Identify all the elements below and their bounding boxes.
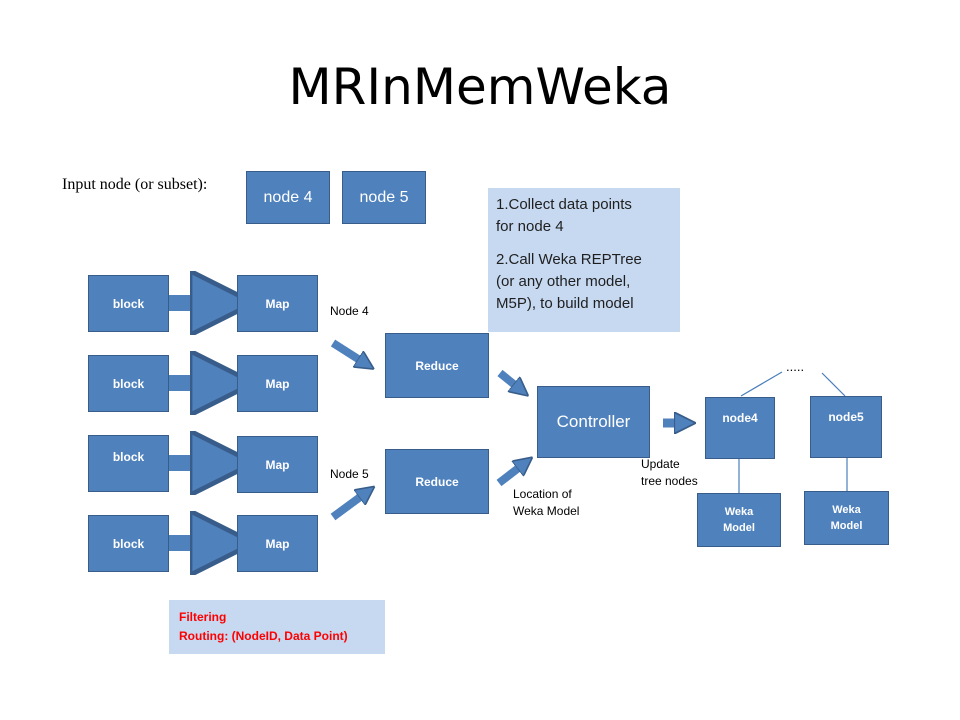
update-label-line: tree nodes bbox=[641, 474, 698, 488]
tree-node5[interactable]: node5 bbox=[810, 396, 882, 458]
input-node-5[interactable]: node 5 bbox=[342, 171, 426, 224]
block-1[interactable]: block bbox=[88, 275, 169, 332]
map-3[interactable]: Map bbox=[237, 436, 318, 493]
note-line: 2.Call Weka REPTree bbox=[496, 251, 642, 268]
map-reduce-arrow-2 bbox=[330, 492, 367, 521]
note-line: 1.Collect data points bbox=[496, 196, 632, 213]
map-reduce-arrow-1 bbox=[330, 339, 366, 364]
weka-model-node4[interactable]: Weka Model bbox=[697, 493, 781, 547]
update-label: Update tree nodes bbox=[641, 456, 698, 490]
filter-note-line: Routing: (NodeID, Data Point) bbox=[179, 629, 348, 643]
map-4[interactable]: Map bbox=[237, 515, 318, 572]
page-title: MRInMemWeka bbox=[288, 58, 672, 116]
edge-label-node-5: Node 5 bbox=[330, 467, 369, 481]
controller-box[interactable]: Controller bbox=[537, 386, 650, 458]
location-label-line: Location of bbox=[513, 487, 572, 501]
tree-ellipsis: ..... bbox=[786, 359, 805, 374]
weka-model-line: Weka bbox=[724, 506, 754, 518]
reduce-controller-arrow-1 bbox=[497, 369, 521, 390]
note-line: for node 4 bbox=[496, 218, 564, 235]
edge-label-node-4: Node 4 bbox=[330, 304, 369, 318]
block-4[interactable]: block bbox=[88, 515, 169, 572]
weka-model-line: Model bbox=[830, 520, 863, 532]
weka-model-line: Model bbox=[723, 522, 755, 534]
filter-note: Filtering Routing: (NodeID, Data Point) bbox=[169, 600, 385, 654]
filter-note-line: Filtering bbox=[179, 610, 227, 624]
note-line: (or any other model, bbox=[496, 273, 631, 290]
weka-model-line: Weka bbox=[832, 504, 861, 516]
map-1[interactable]: Map bbox=[237, 275, 318, 332]
block-3[interactable]: block bbox=[88, 435, 169, 492]
tree-edge-right bbox=[821, 372, 846, 397]
reduce-1[interactable]: Reduce bbox=[385, 333, 489, 398]
input-node-label: Input node (or subset): bbox=[62, 176, 208, 193]
map-2[interactable]: Map bbox=[237, 355, 318, 412]
location-label-line: Weka Model bbox=[513, 504, 580, 518]
block-2[interactable]: block bbox=[88, 355, 169, 412]
reduce-2[interactable]: Reduce bbox=[385, 449, 489, 514]
input-node-4[interactable]: node 4 bbox=[246, 171, 330, 224]
reduce-controller-arrow-2 bbox=[496, 463, 525, 487]
reduce-note: 1.Collect data points for node 4 2.Call … bbox=[488, 188, 680, 332]
note-line: M5P), to build model bbox=[496, 295, 634, 312]
tree-node4[interactable]: node4 bbox=[705, 397, 775, 459]
tree-edge-left bbox=[740, 371, 783, 397]
location-label: Location of Weka Model bbox=[513, 486, 579, 520]
weka-model-node5[interactable]: Weka Model bbox=[804, 491, 889, 545]
update-label-line: Update bbox=[641, 457, 680, 471]
